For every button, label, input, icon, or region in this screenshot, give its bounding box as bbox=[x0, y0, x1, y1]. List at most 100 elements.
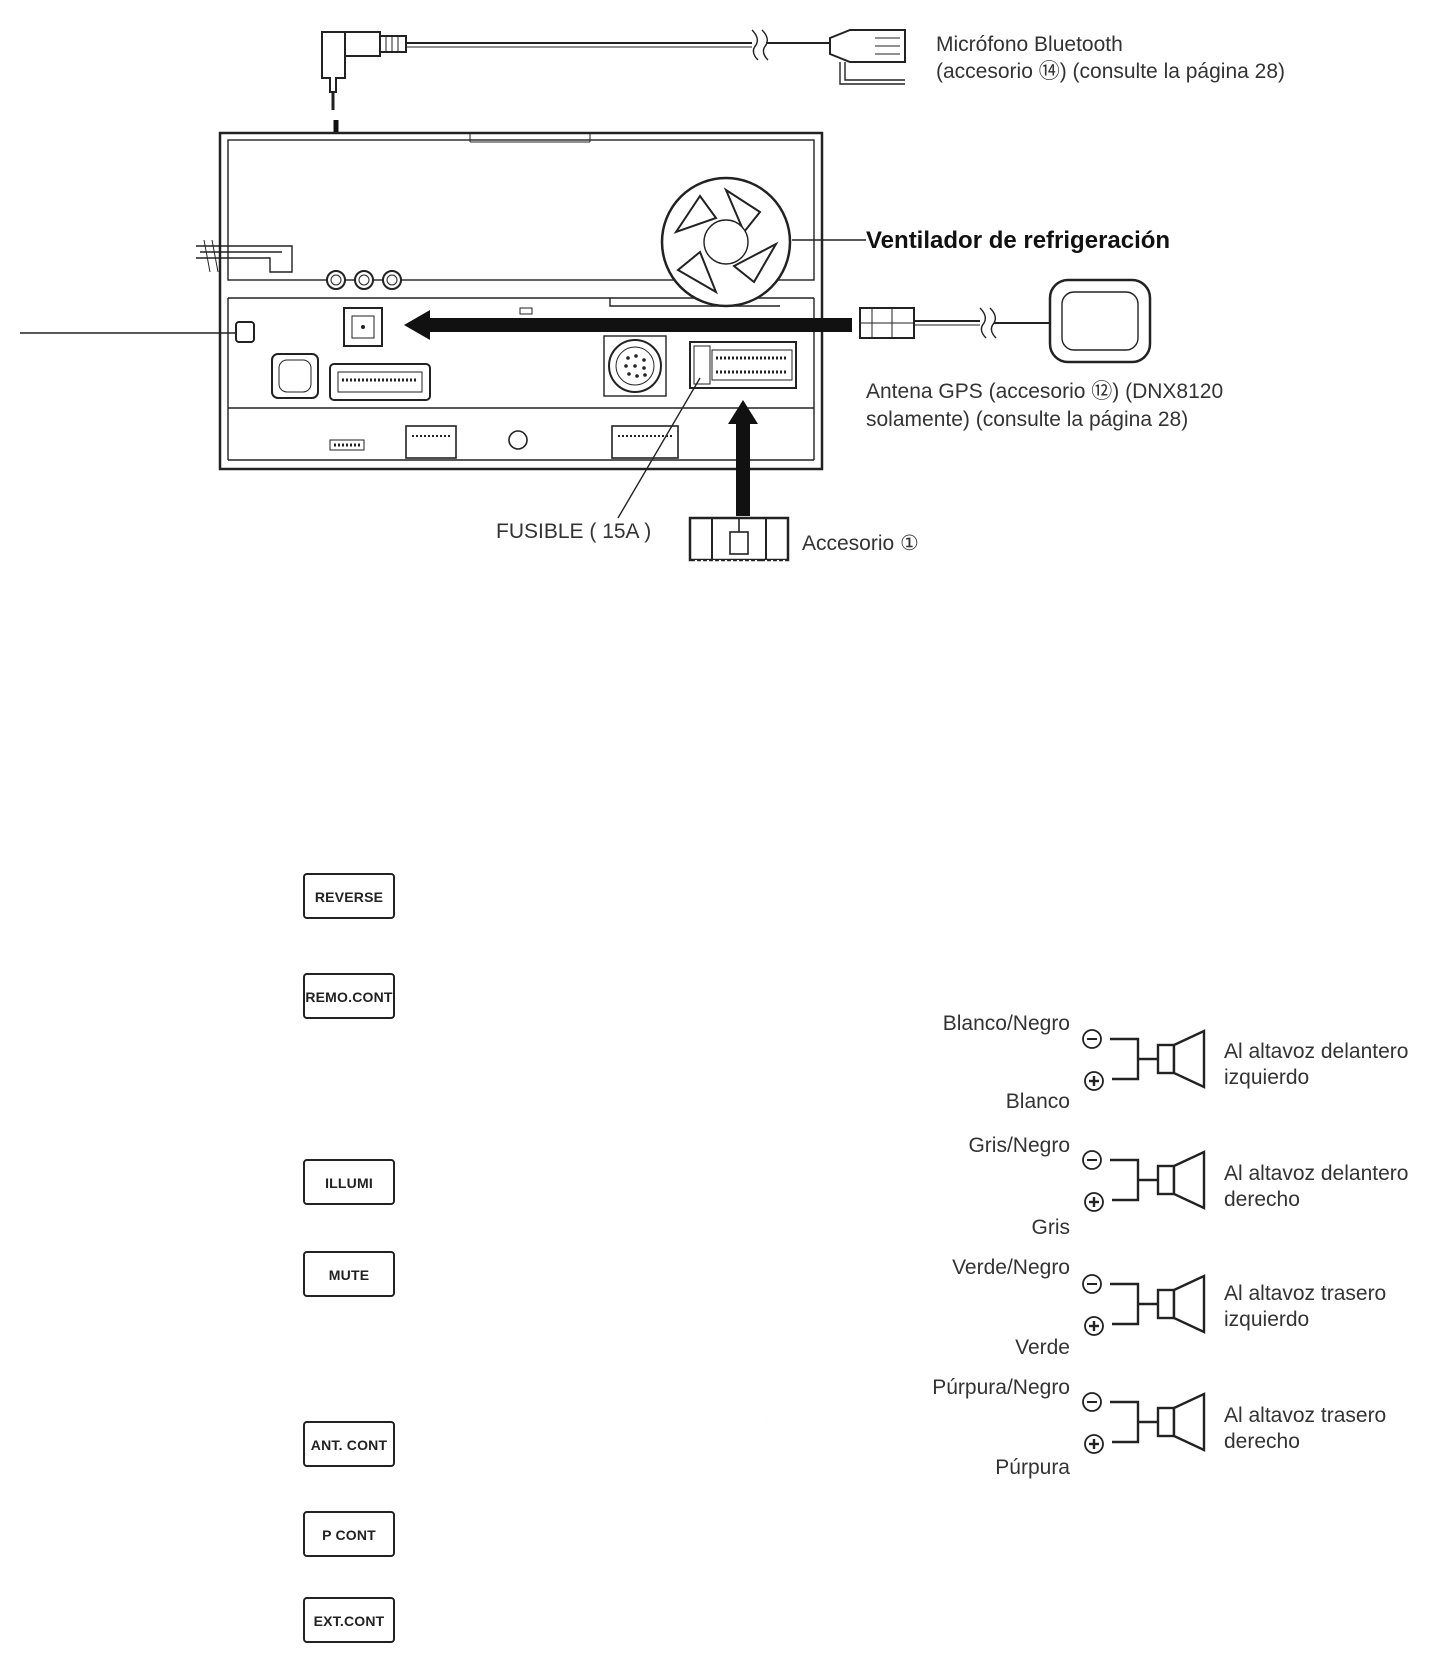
fan-label: Ventilador de refrigeración bbox=[866, 227, 1170, 254]
speaker-branch-2-outline bbox=[873, 1159, 1070, 1201]
gps-label-line2: solamente) (consulte la página 28) bbox=[866, 408, 1188, 431]
wire-left-5-outline bbox=[20, 560, 721, 881]
speaker-bracket bbox=[1110, 1282, 1158, 1326]
accessory-label: Accesorio ① bbox=[802, 532, 919, 555]
wire-speaker-1 bbox=[782, 560, 874, 1061]
speaker-1-dest-line1: Al altavoz delantero bbox=[1224, 1040, 1408, 1063]
speaker-branch-3-outline bbox=[873, 1283, 1070, 1325]
speaker-branch-1-outline bbox=[873, 1038, 1070, 1080]
speaker-branch-1 bbox=[872, 1029, 1206, 1091]
wire-speaker-4-outline bbox=[765, 560, 874, 1423]
tag-remo-cont-label: REMO.CONT bbox=[305, 989, 393, 1005]
tag-illumi-label: ILLUMI bbox=[325, 1175, 373, 1191]
speaker-3-neg-color: Verde/Negro bbox=[952, 1256, 1070, 1279]
speaker-icon bbox=[1172, 1392, 1206, 1452]
speaker-front-left: Blanco/Negro Blanco Al altavoz delantero… bbox=[943, 1012, 1409, 1113]
speaker-3-dest-line2: izquierdo bbox=[1224, 1308, 1309, 1331]
tag-reverse-label: REVERSE bbox=[315, 889, 383, 905]
speaker-bracket bbox=[1110, 1158, 1158, 1202]
mic-label-line2: (accesorio ⑭) (consulte la página 28) bbox=[936, 60, 1285, 83]
speaker-bracket bbox=[1110, 1037, 1158, 1081]
speaker-branch-4 bbox=[872, 1392, 1206, 1454]
speaker-front-right: Gris/Negro Gris Al altavoz delantero der… bbox=[968, 1134, 1408, 1239]
speaker-branch-3 bbox=[872, 1274, 1206, 1336]
wire-speaker-3-outline bbox=[771, 560, 874, 1305]
accessory-1-plug bbox=[688, 516, 790, 562]
wire-speaker-2 bbox=[776, 560, 874, 1182]
fuse-label: FUSIBLE ( 15A ) bbox=[496, 520, 651, 543]
speaker-branch-4-outline bbox=[873, 1401, 1070, 1443]
gps-label-line1: Antena GPS (accesorio ⑫) (DNX8120 bbox=[866, 380, 1223, 403]
tag-illumi: ILLUMI bbox=[303, 1159, 395, 1205]
tag-ext-cont-label: EXT.CONT bbox=[314, 1613, 385, 1629]
speaker-2-neg-color: Gris/Negro bbox=[968, 1134, 1070, 1157]
speaker-icon-magnet bbox=[1156, 1043, 1176, 1075]
tag-ant-cont: ANT. CONT bbox=[303, 1421, 395, 1467]
wire-left-2 bbox=[20, 560, 704, 636]
wire-left-10 bbox=[20, 560, 752, 1522]
speaker-icon-magnet bbox=[1156, 1406, 1176, 1438]
accessory-arrow bbox=[728, 400, 758, 516]
wire-speaker-3 bbox=[770, 560, 874, 1306]
speaker-icon-magnet bbox=[1156, 1164, 1176, 1196]
tag-mute-label: MUTE bbox=[329, 1267, 369, 1283]
speaker-rear-left: Verde/Negro Verde Al altavoz trasero izq… bbox=[952, 1256, 1386, 1359]
speaker-rear-right: Púrpura/Negro Púrpura Al altavoz trasero… bbox=[932, 1376, 1386, 1479]
speaker-4-neg-color: Púrpura/Negro bbox=[932, 1376, 1070, 1399]
mic-label-line1: Micrófono Bluetooth bbox=[936, 33, 1123, 56]
head-unit bbox=[20, 131, 824, 471]
tag-reverse: REVERSE bbox=[303, 873, 395, 919]
wire-left-7 bbox=[20, 560, 734, 1170]
tag-ant-cont-label: ANT. CONT bbox=[311, 1437, 388, 1453]
speaker-2-dest-line2: derecho bbox=[1224, 1188, 1300, 1211]
wire-speaker-1-outline bbox=[783, 560, 874, 1060]
speaker-bracket bbox=[1110, 1400, 1158, 1444]
speaker-branch-2-core bbox=[872, 1158, 1070, 1202]
speaker-3-pos-color: Verde bbox=[1015, 1336, 1070, 1359]
speaker-branch-4-core bbox=[872, 1400, 1070, 1444]
speaker-4-dest-line2: derecho bbox=[1224, 1430, 1300, 1453]
speaker-4-pos-color: Púrpura bbox=[995, 1456, 1070, 1479]
wire-left-6 bbox=[20, 560, 728, 982]
wire-speaker-4 bbox=[764, 560, 874, 1424]
speaker-4-dest-line1: Al altavoz trasero bbox=[1224, 1404, 1386, 1427]
wire-left-7-outline bbox=[20, 560, 733, 1169]
wire-left-4 bbox=[20, 560, 716, 752]
speaker-branch-3-core bbox=[872, 1282, 1070, 1326]
cooling-fan-icon bbox=[660, 176, 792, 308]
fuse-pointer bbox=[617, 377, 701, 519]
wire-left-11 bbox=[20, 560, 758, 1607]
wire-left-9 bbox=[20, 560, 746, 1432]
speaker-branch-2 bbox=[872, 1150, 1206, 1212]
wire-left-1-outline bbox=[20, 560, 697, 623]
speaker-branch-1-core bbox=[872, 1037, 1070, 1081]
wire-bundle bbox=[20, 560, 874, 1607]
wire-speaker-2-outline bbox=[777, 560, 874, 1181]
speaker-1-dest-line2: izquierdo bbox=[1224, 1066, 1309, 1089]
tag-mute: MUTE bbox=[303, 1251, 395, 1297]
tag-p-cont-label: P CONT bbox=[322, 1527, 376, 1543]
wire-left-3 bbox=[20, 560, 710, 648]
wire-left-5 bbox=[20, 560, 722, 882]
speaker-icon bbox=[1172, 1274, 1206, 1334]
speaker-connections: Blanco/Negro Blanco Al altavoz delantero… bbox=[872, 1012, 1409, 1479]
speaker-icon bbox=[1172, 1029, 1206, 1089]
speaker-2-dest-line1: Al altavoz delantero bbox=[1224, 1162, 1408, 1185]
tag-remo-cont: REMO.CONT bbox=[303, 973, 395, 1019]
speaker-1-pos-color: Blanco bbox=[1006, 1090, 1070, 1113]
speaker-3-dest-line1: Al altavoz trasero bbox=[1224, 1282, 1386, 1305]
wire-left-4-outline bbox=[20, 560, 715, 751]
gps-antenna bbox=[404, 278, 1152, 364]
speaker-2-pos-color: Gris bbox=[1032, 1216, 1071, 1239]
tag-ext-cont: EXT.CONT bbox=[303, 1597, 395, 1643]
bluetooth-microphone bbox=[321, 29, 906, 110]
wire-left-8 bbox=[20, 560, 740, 1262]
tag-p-cont: P CONT bbox=[303, 1511, 395, 1557]
wire-left-1 bbox=[20, 560, 698, 624]
speaker-1-neg-color: Blanco/Negro bbox=[943, 1012, 1070, 1035]
speaker-icon bbox=[1172, 1150, 1206, 1210]
wire-left-10-outline bbox=[20, 560, 751, 1521]
speaker-icon-magnet bbox=[1156, 1288, 1176, 1320]
